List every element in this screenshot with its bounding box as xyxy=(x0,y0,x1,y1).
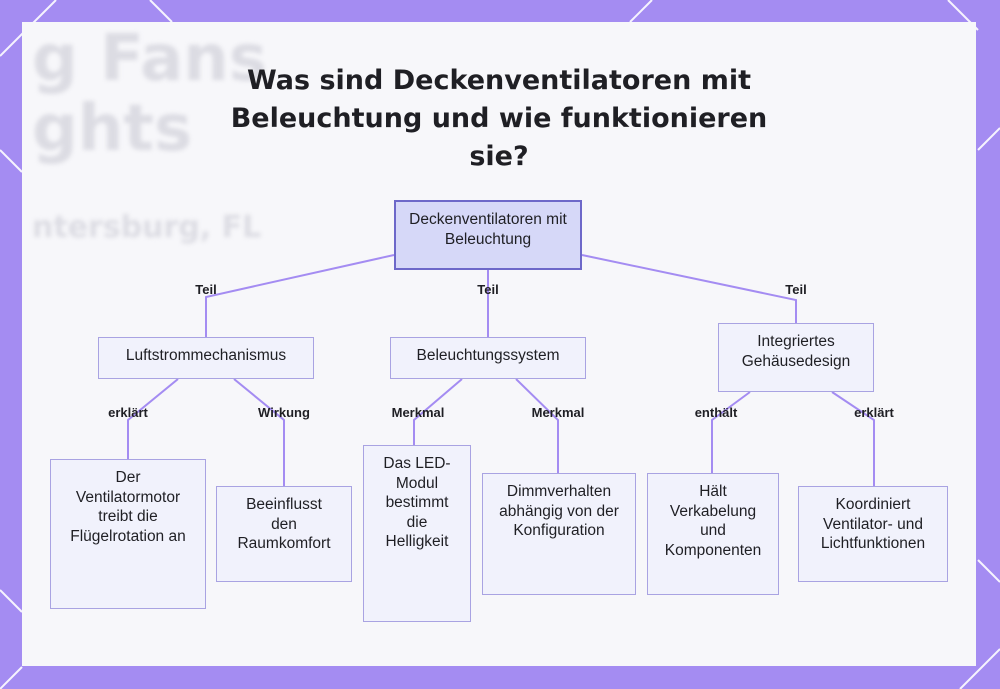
edge-label-erklaert: erklärt xyxy=(108,405,148,420)
edge-label-teil: Teil xyxy=(785,282,807,297)
edge-root-luftstrom xyxy=(205,254,395,337)
background-ghost-text: ghts xyxy=(32,92,193,166)
edge-luftstrom-raumkomfort xyxy=(233,378,285,486)
edge-gehaeuse-koordiniert xyxy=(831,391,875,486)
node-led: Das LED-Modul bestimmt die Helligkeit xyxy=(363,445,471,622)
edge-label-merkmal: Merkmal xyxy=(531,405,585,420)
connector-lines xyxy=(127,254,875,486)
node-gehaeuse: Integriertes Gehäusedesign xyxy=(718,323,874,392)
edge-beleuchtung-led xyxy=(413,378,463,445)
node-motor: Der Ventilatormotor treibt die Flügelrot… xyxy=(50,459,206,609)
edge-label-wirkung: Wirkung xyxy=(258,405,310,420)
edge-label-erklaert: erklärt xyxy=(854,405,894,420)
node-luftstrom: Luftstrommechanismus xyxy=(98,337,314,379)
edge-label-teil: Teil xyxy=(477,282,499,297)
edge-beleuchtung-dimm xyxy=(515,378,559,473)
edge-root-gehaeuse xyxy=(581,254,797,323)
edge-label-teil: Teil xyxy=(195,282,217,297)
node-beleuchtung: Beleuchtungssystem xyxy=(390,337,586,379)
diagram-title: Was sind Deckenventilatoren mit Beleucht… xyxy=(230,65,768,172)
edge-gehaeuse-verkabelung xyxy=(711,391,751,473)
edge-luftstrom-motor xyxy=(127,378,179,459)
background-ghost-text: g Fans xyxy=(32,22,267,96)
node-raumkomfort: Beeinflusst den Raumkomfort xyxy=(216,486,352,582)
node-koordiniert: Koordiniert Ventilator- und Lichtfunktio… xyxy=(798,486,948,582)
node-dimm: Dimmverhalten abhängig von der Konfigura… xyxy=(482,473,636,595)
edge-label-merkmal: Merkmal xyxy=(391,405,445,420)
background-ghost-text: ntersburg, FL xyxy=(32,210,262,245)
diagram-card: g Fans ghts ntersburg, FL Was sind Decke… xyxy=(22,22,976,666)
edge-label-enthaelt: enthält xyxy=(694,405,738,420)
node-verkabelung: Hält Verkabelung und Komponenten xyxy=(647,473,779,595)
node-root: Deckenventilatoren mit Beleuchtung xyxy=(394,200,582,270)
